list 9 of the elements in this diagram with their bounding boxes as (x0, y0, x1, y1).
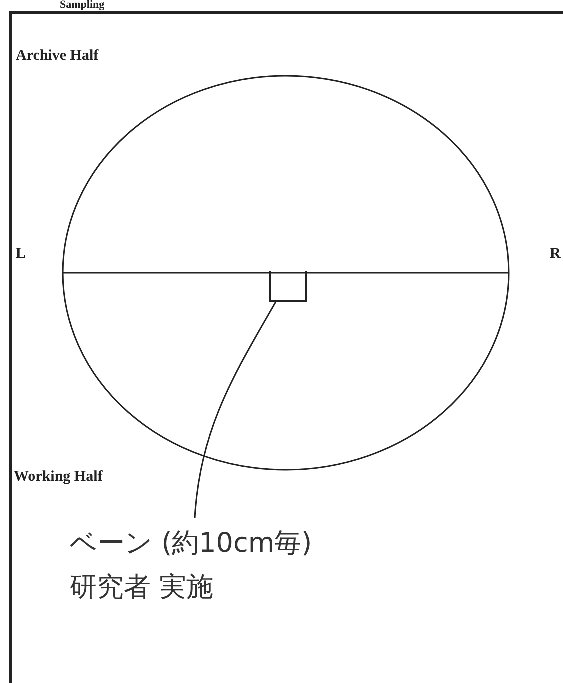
handwritten-note: ベーン (約10cm毎) 研究者 実施 (70, 522, 325, 610)
core-section-circle (62, 75, 510, 471)
section-label: R (550, 246, 561, 262)
section-label: Archive Half (16, 48, 99, 64)
vane-mark (268, 271, 308, 303)
section-label: L (16, 246, 26, 262)
leader-line (194, 302, 277, 518)
page-heading: Sampling (60, 0, 105, 12)
section-label: Working Half (14, 469, 103, 486)
